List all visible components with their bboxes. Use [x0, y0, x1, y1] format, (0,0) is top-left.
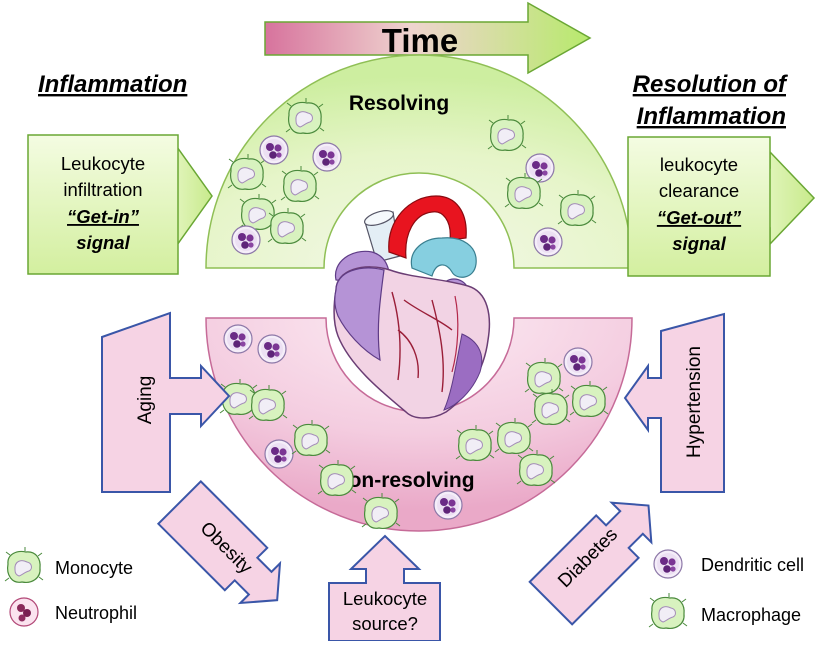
get-out-line4: signal — [672, 233, 726, 254]
resolving-label: Resolving — [349, 92, 449, 115]
macrophage-icon — [648, 592, 688, 629]
inflammation-title: Inflammation — [38, 71, 187, 98]
heart-illustration — [333, 195, 491, 419]
time-label: Time — [382, 22, 458, 59]
legend-dendritic: Dendritic cell — [701, 555, 804, 575]
get-out-signal-box — [627, 136, 816, 277]
get-in-line4: signal — [76, 232, 130, 253]
diabetes-box — [528, 501, 653, 626]
resolution-title-line2: Inflammation — [637, 103, 786, 130]
hypertension-box — [623, 312, 725, 493]
time-arrow — [264, 1, 592, 75]
obesity-box — [156, 479, 282, 605]
get-in-signal-box — [27, 134, 213, 275]
get-in-line3: “Get-in” — [67, 206, 140, 227]
legend-macrophage: Macrophage — [701, 605, 801, 625]
get-in-line1: Leukocyte — [61, 153, 145, 174]
legend-monocyte: Monocyte — [55, 558, 133, 578]
get-in-line2: infiltration — [63, 179, 142, 200]
dendritic-cell-icon — [653, 549, 683, 579]
non-resolving-label: Non-resolving — [333, 469, 474, 492]
leukocyte-source-line1: Leukocyte — [343, 588, 427, 609]
resolution-title-line1: Resolution of — [633, 71, 788, 98]
aging-label: Aging — [135, 376, 156, 425]
hypertension-label: Hypertension — [684, 346, 705, 458]
legend-neutrophil: Neutrophil — [55, 603, 137, 623]
legend: Monocyte Neutrophil Dendritic cell Macro… — [4, 546, 804, 629]
get-out-line3: “Get-out” — [657, 207, 742, 228]
neutrophil-icon — [9, 597, 39, 627]
monocyte-icon — [4, 546, 44, 583]
aging-box — [101, 311, 231, 493]
get-out-line2: clearance — [659, 180, 739, 201]
leukocyte-source-line2: source? — [352, 613, 418, 634]
get-out-line1: leukocyte — [660, 154, 738, 175]
